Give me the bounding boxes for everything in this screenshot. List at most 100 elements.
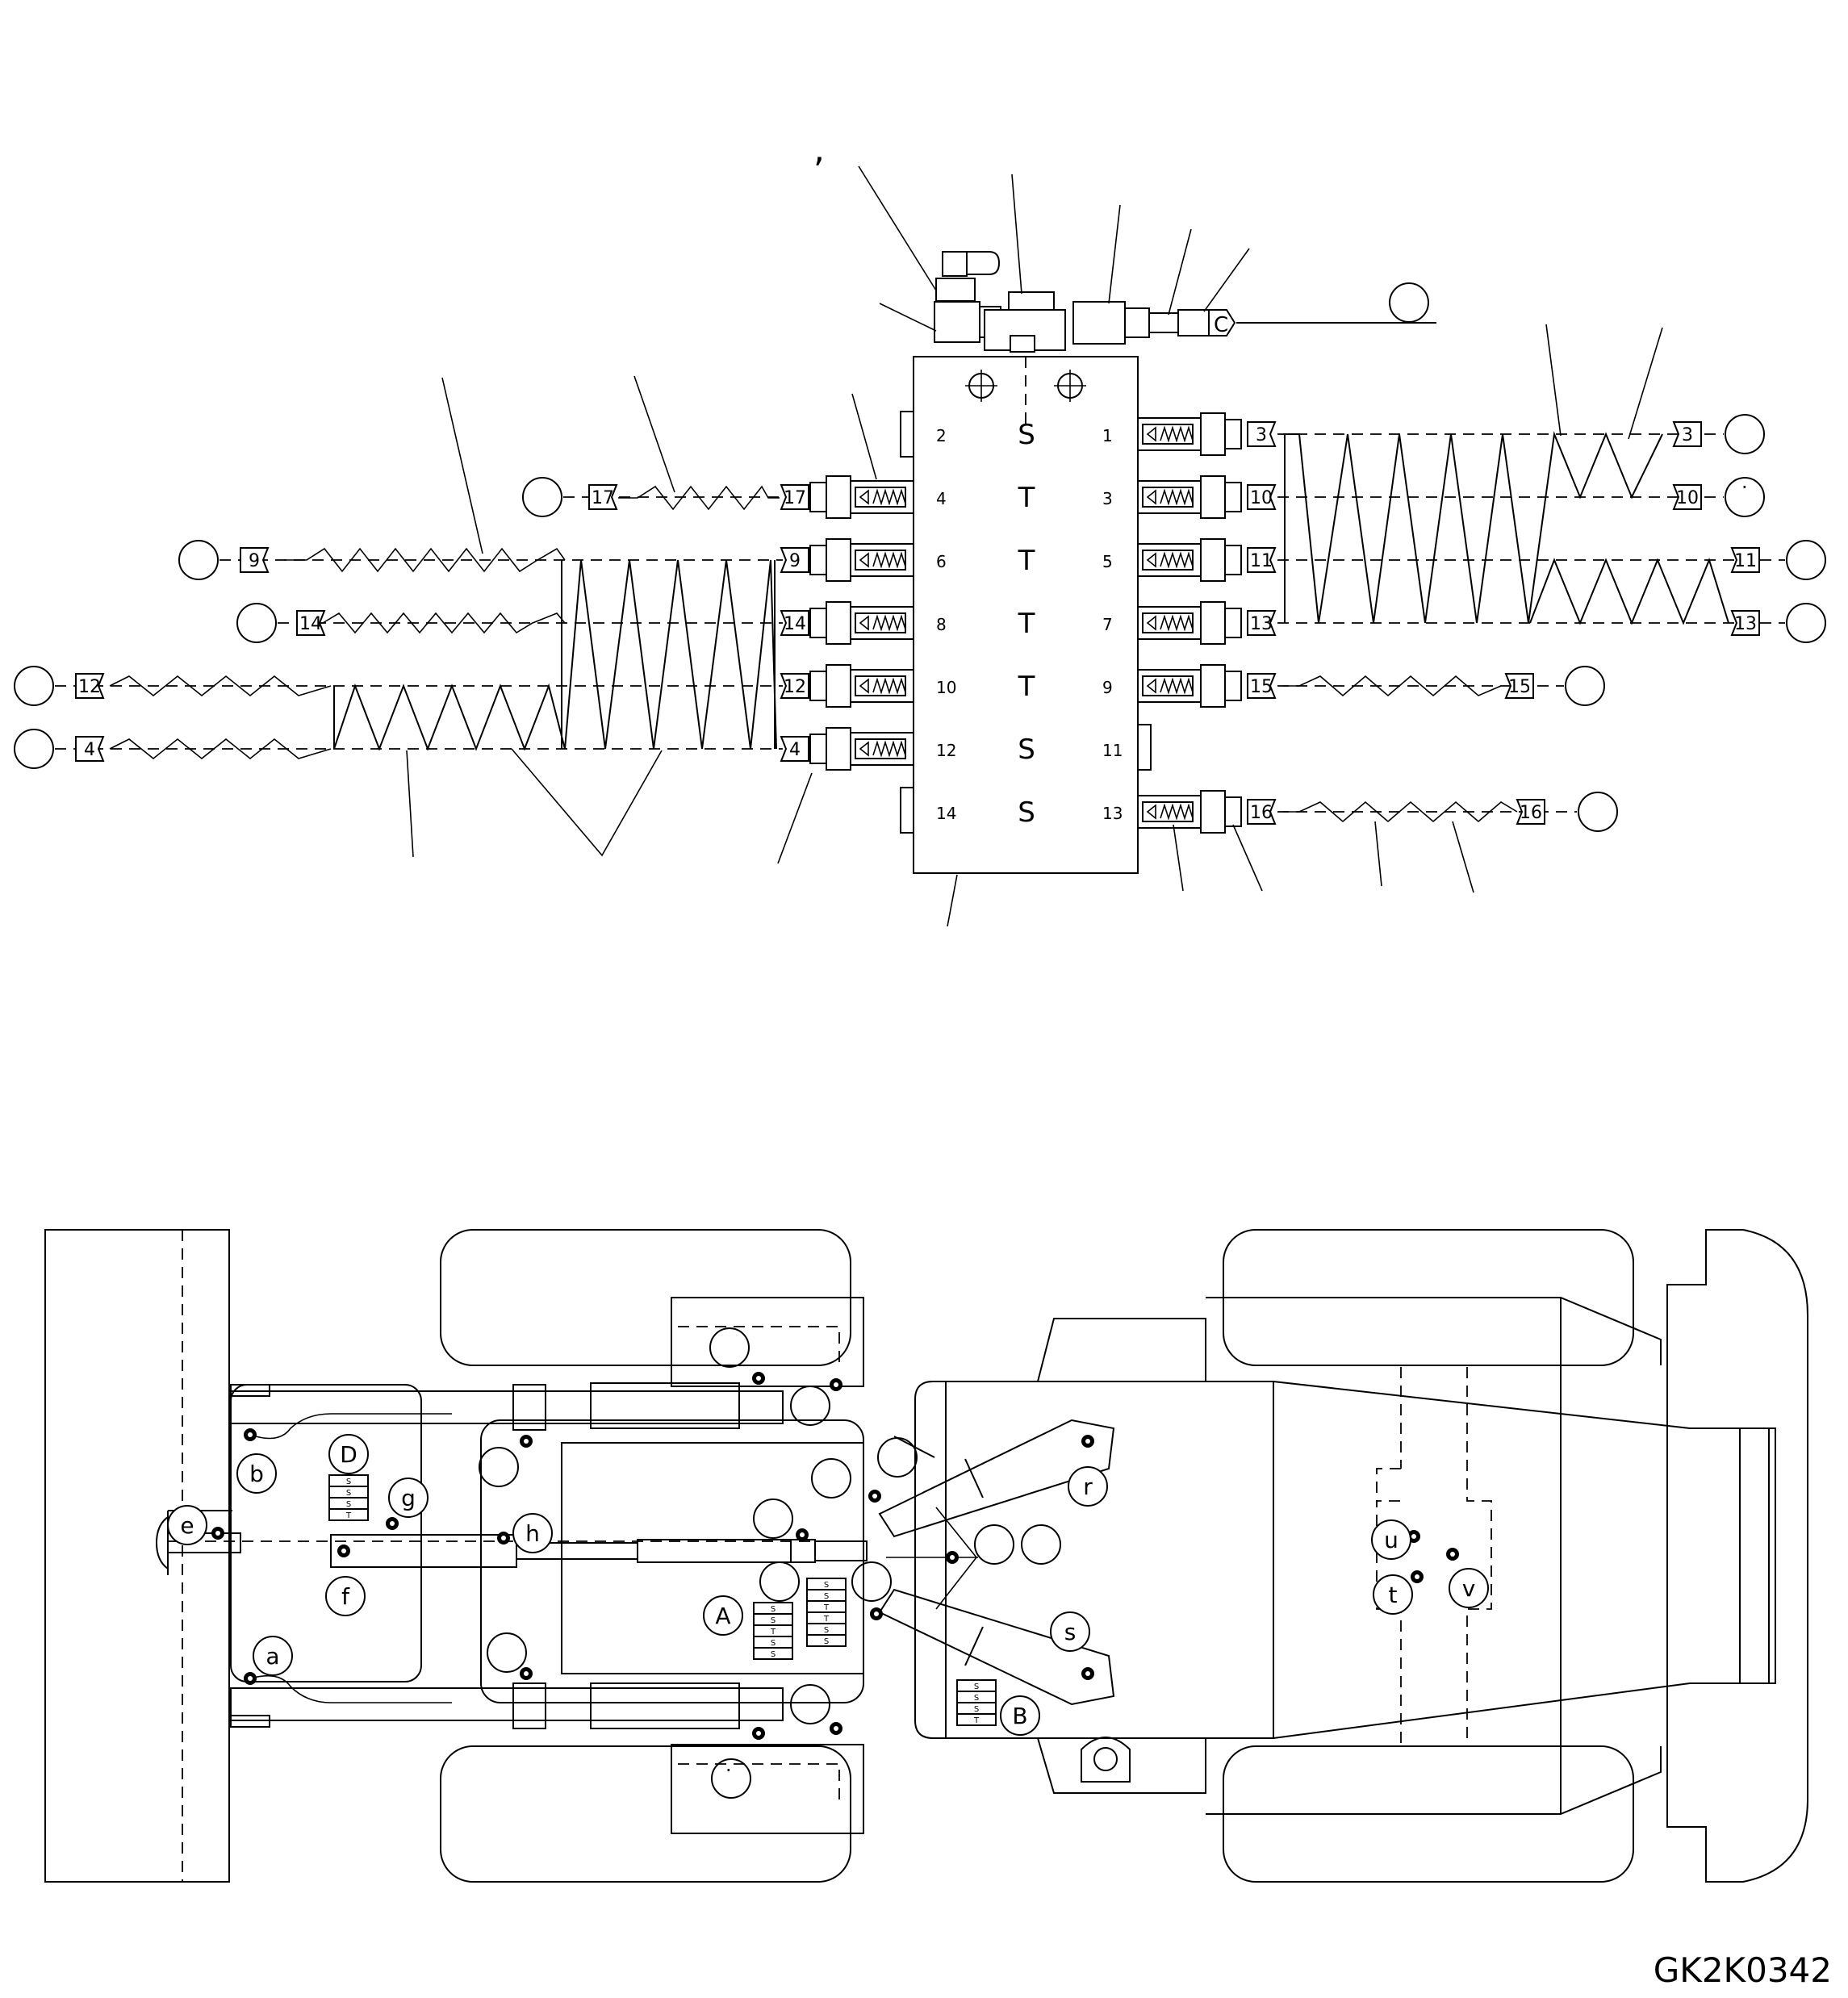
grease-points [211,1372,1459,1740]
svg-text:9: 9 [249,551,260,571]
hose-tag: 3 [1672,421,1702,447]
svg-text:S: S [824,1626,829,1635]
callout-balloon [1725,477,1765,517]
svg-text:14: 14 [299,614,322,634]
svg-text:17: 17 [592,488,614,508]
callout-balloon [1578,792,1618,832]
svg-text:11: 11 [1734,551,1757,571]
callout-label-b: b [249,1461,264,1487]
svg-text:S: S [974,1705,979,1714]
callout-label-v: v [1462,1575,1476,1602]
svg-text:S: S [974,1694,979,1703]
svg-text:17: 17 [784,488,806,508]
callout-balloon [178,540,219,580]
port-code: S [1018,419,1035,451]
left-port-fittings [809,475,914,771]
machine-plan-view: · [44,1229,1808,1883]
left-port-number: 14 [936,804,956,823]
right-port-number: 7 [1102,615,1113,634]
callout-balloon-v [1449,1568,1489,1608]
callout-balloon-t [1373,1574,1413,1615]
hose-tag: 15 [1247,673,1277,699]
callout-balloon [14,729,54,769]
svg-text:11: 11 [1250,551,1273,571]
svg-text:S: S [771,1650,776,1659]
hose-tag: 12 [780,673,809,699]
svg-text:10: 10 [1676,488,1699,508]
callout-label-B: B [1012,1703,1027,1729]
svg-text:S: S [771,1605,776,1614]
hose-tag: 9 [780,547,809,573]
svg-text:3: 3 [1256,425,1267,445]
drawing-id: GK2K0342 [1654,1950,1832,1990]
hose-tag: 14 [296,610,326,636]
callout-label-a: a [265,1643,279,1670]
callout-balloon-f [325,1576,366,1616]
stray-dot: · [725,1759,732,1782]
svg-text:S: S [771,1616,776,1625]
hose-tag: 16 [1516,799,1545,825]
svg-text:T: T [345,1511,352,1520]
callout-balloon [1389,282,1429,323]
left-port-number: 4 [936,489,947,508]
svg-text:14: 14 [784,614,806,634]
svg-text:T: T [770,1628,776,1636]
svg-text:S: S [771,1639,776,1648]
left-port-number: 12 [936,741,956,760]
callout-balloon-g [388,1478,429,1518]
svg-text:4: 4 [84,740,95,760]
top-fittings: , C [813,129,1436,353]
callout-balloon-b [236,1453,277,1494]
hose-tag: 10 [1672,484,1702,510]
svg-text:12: 12 [784,677,806,697]
svg-text:12: 12 [78,677,101,697]
stray-dot: · [1741,476,1748,499]
port-code: T [1018,482,1035,514]
callout-label-u: u [1384,1527,1399,1553]
svg-text:T: T [973,1716,980,1725]
callout-balloon-s [1050,1611,1090,1652]
port-code: T [1018,671,1035,703]
callout-balloon [1725,414,1765,454]
callout-balloon-r [1068,1466,1108,1507]
svg-text:S: S [824,1592,829,1601]
svg-text:9: 9 [789,551,801,571]
callout-balloon-a [253,1636,293,1676]
hose-tag: 16 [1247,799,1277,825]
left-port-number: 6 [936,552,947,571]
svg-text:S: S [824,1637,829,1646]
right-port-number: 13 [1102,804,1123,823]
port-code: S [1018,796,1035,829]
left-port-number: 8 [936,615,947,634]
hose-tag: 11 [1730,547,1760,573]
right-port-number: 5 [1102,552,1113,571]
svg-text:10: 10 [1250,488,1273,508]
callout-label-d: D [340,1441,357,1468]
callout-balloon-u [1371,1519,1411,1560]
hose-tag: 4 [780,736,809,762]
callout-balloon-A [703,1595,743,1636]
stray-comma: , [813,129,825,170]
hose-tag: 17 [780,484,809,510]
hose-tag: 10 [1247,484,1277,510]
port-code: T [1018,608,1035,640]
valve-block [900,356,1152,874]
right-hoses [1173,324,1729,893]
svg-text:3: 3 [1682,425,1693,445]
svg-text:4: 4 [789,740,801,760]
right-port-number: 9 [1102,678,1113,697]
svg-text:S: S [974,1682,979,1691]
hose-tag: 11 [1247,547,1277,573]
callout-label-t: t [1389,1582,1398,1608]
hose-tag: 9 [240,547,270,573]
svg-text:15: 15 [1250,677,1273,697]
callout-label-f: f [341,1583,350,1610]
callout-balloon [1786,603,1826,643]
